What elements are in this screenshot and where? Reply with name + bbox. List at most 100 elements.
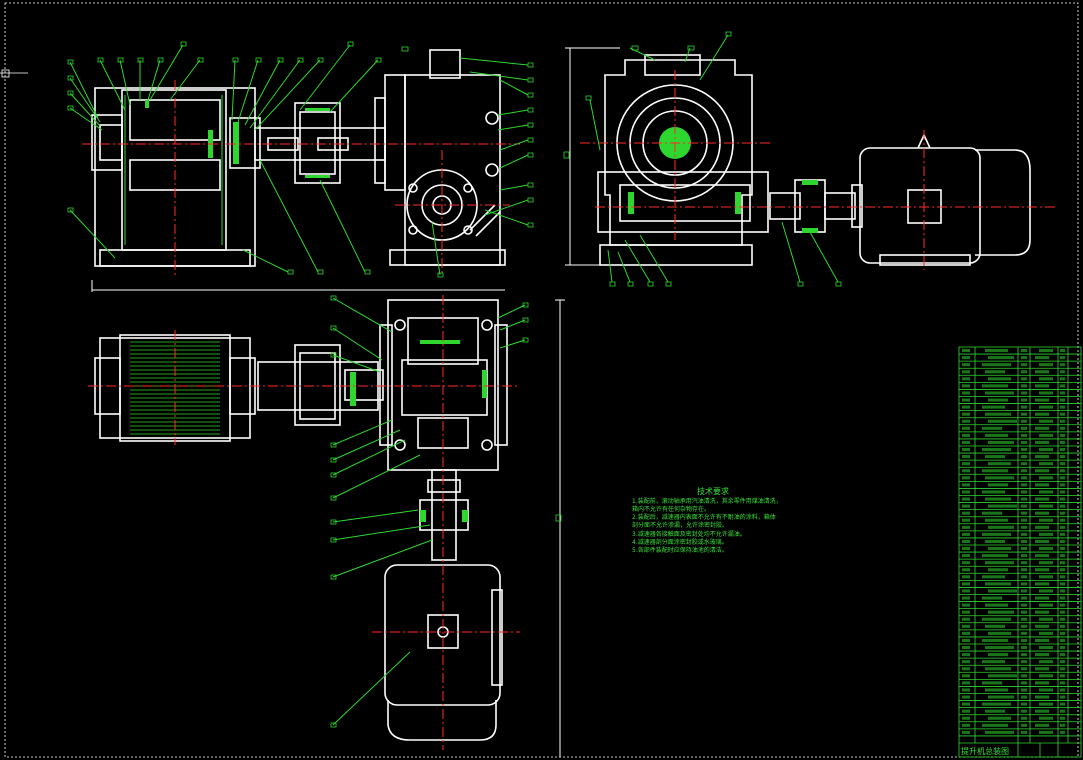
parts-list-cell-glyph	[1021, 377, 1027, 381]
parts-list-cell-glyph	[982, 554, 1008, 558]
parts-list-cell-glyph	[1021, 702, 1027, 706]
parts-list-cell-glyph	[1060, 440, 1065, 444]
parts-list-cell-glyph	[985, 646, 1014, 650]
parts-list-cell-glyph	[962, 638, 970, 642]
parts-list-cell-glyph	[1021, 532, 1027, 536]
parts-list-cell-glyph	[982, 384, 1008, 388]
parts-list-cell-glyph	[1060, 398, 1065, 402]
parts-list-cell-glyph	[962, 448, 970, 452]
parts-list-cell-glyph	[1060, 681, 1065, 685]
parts-list-cell-glyph	[1021, 723, 1027, 727]
parts-list-cell-glyph	[962, 476, 970, 480]
parts-list-cell-glyph	[1060, 455, 1065, 459]
side-view[interactable]	[563, 31, 1055, 287]
parts-list-cell-glyph	[1021, 617, 1027, 621]
parts-list-cell-glyph	[1035, 483, 1049, 487]
parts-list-cell-glyph	[1035, 539, 1049, 543]
tech-req-line-1: 1.装配前，滚动轴承用汽油清洗，其余零件用煤油清洗，	[632, 497, 782, 505]
parts-list-cell-glyph	[962, 462, 970, 466]
parts-list-cell-glyph	[988, 674, 1017, 678]
parts-list-cell-glyph	[1021, 631, 1027, 635]
parts-list-cell-glyph	[962, 363, 970, 367]
parts-list-cell-glyph	[962, 391, 970, 395]
parts-list-cell-glyph	[1021, 709, 1027, 713]
parts-list-cell-glyph	[985, 667, 1011, 671]
parts-list-cell-glyph	[962, 525, 970, 529]
parts-list-cell-glyph	[1060, 469, 1065, 473]
parts-list-cell-glyph	[1021, 539, 1027, 543]
parts-list-cell-glyph	[1021, 511, 1027, 515]
parts-list-cell-glyph	[1021, 716, 1027, 720]
parts-list-cell-glyph	[962, 539, 970, 543]
parts-list-cell-glyph	[985, 391, 1014, 395]
parts-list-cell-glyph	[962, 646, 970, 650]
parts-list-cell-glyph	[962, 547, 970, 551]
parts-list-cell-glyph	[1039, 547, 1053, 551]
tech-req-line-4: 剖分面不允许渗漏，允许涂密封胶。	[632, 521, 728, 529]
parts-list-cell-glyph	[988, 525, 1014, 529]
parts-list-cell-glyph	[962, 688, 970, 692]
parts-list-cell-glyph	[982, 638, 1008, 642]
parts-list-cell-glyph	[982, 617, 1011, 621]
parts-list-cell-glyph	[1060, 702, 1065, 706]
parts-list-cell-glyph	[1039, 589, 1053, 593]
front-view[interactable]	[67, 41, 534, 292]
parts-list-cell-glyph	[962, 582, 970, 586]
parts-list-cell-glyph	[985, 412, 1011, 416]
parts-list-cell-glyph	[1021, 391, 1027, 395]
parts-list-cell-glyph	[982, 596, 1002, 600]
parts-list-cell-glyph	[962, 455, 970, 459]
parts-list-cell-glyph	[962, 518, 970, 522]
parts-list-cell-glyph	[988, 610, 1014, 614]
parts-list-cell-glyph	[1035, 525, 1049, 529]
parts-list-cell-glyph	[1021, 363, 1027, 367]
parts-list-cell-glyph	[962, 596, 970, 600]
parts-list-cell-glyph	[1035, 384, 1049, 388]
parts-list-cell-glyph	[985, 688, 1008, 692]
parts-list-cell-glyph	[988, 504, 1017, 508]
parts-list-cell-glyph	[962, 603, 970, 607]
parts-list-cell-glyph	[1060, 561, 1065, 565]
parts-list-cell-glyph	[1039, 476, 1053, 480]
title-block: 提升机总装图	[959, 742, 1081, 757]
parts-list-cell-glyph	[982, 681, 1002, 685]
parts-list-cell-glyph	[1060, 660, 1065, 664]
parts-list-cell-glyph	[1035, 370, 1049, 374]
parts-list-cell-glyph	[962, 575, 970, 579]
parts-list-cell-glyph	[962, 370, 970, 374]
parts-list-cell-glyph	[1035, 610, 1049, 614]
parts-list-cell-glyph	[1060, 603, 1065, 607]
parts-list-cell-glyph	[1039, 716, 1053, 720]
parts-list-cell-glyph	[1021, 356, 1027, 360]
parts-list-cell-glyph	[1035, 356, 1049, 360]
parts-list-cell-glyph	[1039, 617, 1053, 621]
parts-list-cell-glyph	[1021, 730, 1027, 734]
parts-list-cell-glyph	[988, 631, 1011, 635]
parts-list-cell-glyph	[1060, 575, 1065, 579]
parts-list-cell-glyph	[988, 483, 1008, 487]
parts-list-cell-glyph	[1035, 554, 1049, 558]
parts-list-cell-glyph	[962, 660, 970, 664]
parts-list-cell-glyph	[1035, 695, 1049, 699]
parts-list-cell-glyph	[982, 532, 1011, 536]
parts-list-cell-glyph	[1060, 525, 1065, 529]
parts-list-table[interactable]	[958, 346, 1082, 758]
parts-list-cell-glyph	[1021, 603, 1027, 607]
parts-list-cell-glyph	[1039, 688, 1053, 692]
parts-list-cell-glyph	[962, 412, 970, 416]
parts-list-cell-glyph	[1021, 497, 1027, 501]
parts-list-cell-glyph	[1021, 688, 1027, 692]
parts-list-cell-glyph	[962, 653, 970, 657]
parts-list-cell-glyph	[982, 511, 1002, 515]
parts-list-cell-glyph	[1060, 723, 1065, 727]
top-view[interactable]	[88, 295, 565, 757]
parts-list-cell-glyph	[985, 349, 1008, 353]
parts-list-cell-glyph	[1021, 638, 1027, 642]
parts-list-cell-glyph	[1021, 433, 1027, 437]
parts-list-cell-glyph	[1021, 582, 1027, 586]
parts-list-cell-glyph	[982, 469, 1008, 473]
parts-list-cell-glyph	[962, 674, 970, 678]
parts-list-cell-glyph	[985, 582, 1011, 586]
